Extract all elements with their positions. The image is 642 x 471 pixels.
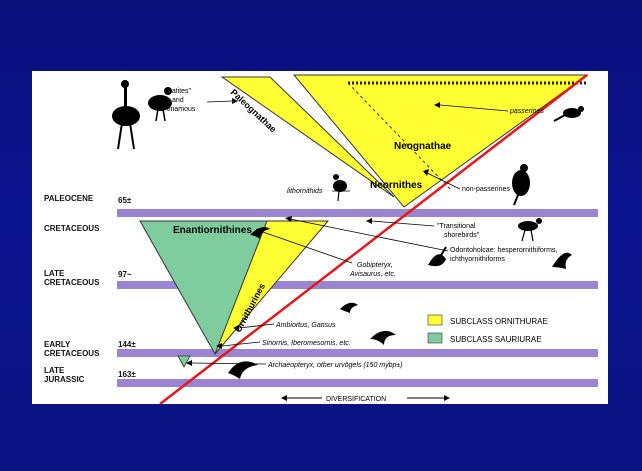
annot-gobipteryx-1: Gobipteryx, [357, 262, 393, 269]
arrow-ratites [207, 101, 232, 102]
ichthyornis-silhouette [552, 253, 572, 269]
period-late-jurassic: JURASSIC [44, 375, 85, 384]
arrowhead-transitional [366, 218, 372, 224]
diversification-label: DIVERSIFICATION [326, 396, 386, 403]
tinamou-silhouette [148, 87, 172, 121]
annot-gobipteryx-2: Avisaurus, etc. [349, 271, 396, 278]
period-late2: LATE [44, 366, 65, 375]
diagram-panel: Paleognathae Neognathae Neornithes Enant… [32, 71, 608, 404]
age-paleocene: 65± [118, 196, 132, 205]
annot-passerines: passerines [509, 108, 544, 115]
shorebird-silhouette [518, 218, 542, 241]
period-early-cretaceous: CRETACEOUS [44, 349, 100, 358]
legend-ornithurae-swatch [428, 315, 442, 325]
arrow-transitional [372, 221, 434, 226]
label-neornithes: Neornithes [370, 180, 423, 191]
hesperornis-silhouette [428, 247, 446, 266]
annot-ambiortus: Ambiortus, Gansus [275, 322, 336, 329]
age-late-jurassic: 163± [118, 370, 136, 379]
annot-sinornis: Sinornis, Iberomesornis, etc. [262, 340, 351, 347]
urvogel-wedge [178, 356, 190, 367]
band-paleocene [117, 209, 598, 217]
diversification-arrowhead-left [281, 395, 287, 401]
diversification-arrowhead-right [444, 395, 450, 401]
annot-odontoholcae-2: ichthyornithiforms [450, 256, 505, 263]
annot-odontoholcae-1: Odontoholcae: hesperornithiforms, [450, 247, 557, 254]
period-late-cretaceous: CRETACEOUS [44, 278, 100, 287]
label-enantiornithines: Enantiornithines [173, 225, 252, 236]
raptor-silhouette [512, 164, 530, 205]
ostrich-silhouette [112, 80, 140, 149]
age-early-cretaceous: 144± [118, 340, 136, 349]
label-neognathae: Neognathae [394, 141, 452, 152]
annot-lithornithids: lithornithids [287, 188, 323, 195]
legend-sauriurae-label: SUBCLASS SAURIURAE [450, 335, 542, 344]
period-paleocene: PALEOCENE [44, 194, 94, 203]
ambiortus-silhouette [340, 303, 358, 313]
annot-archaeopteryx: Archaeopteryx, other urvögels (150 mybp±… [267, 362, 403, 369]
annot-transitional-2: shorebirds" [444, 232, 480, 239]
period-late: LATE [44, 269, 65, 278]
bird-phylogeny-diagram: Paleognathae Neognathae Neornithes Enant… [32, 71, 608, 404]
annot-ratites-2: and [172, 97, 184, 104]
age-late-cretaceous: 97~ [118, 270, 132, 279]
annot-non-passerines: non-passerines [462, 186, 510, 193]
legend-sauriurae-swatch [428, 333, 442, 343]
lithornithid-silhouette [333, 174, 347, 201]
archaeopteryx-silhouette [228, 361, 258, 379]
legend-ornithurae-label: SUBCLASS ORNITHURAE [450, 317, 548, 326]
passerine-silhouette [554, 106, 584, 121]
period-cretaceous: CRETACEOUS [44, 224, 100, 233]
period-early: EARLY [44, 340, 71, 349]
annot-transitional-1: "Transitional [437, 223, 476, 230]
annot-ratites-3: tinamous [167, 106, 196, 113]
sinornis-silhouette [370, 331, 396, 345]
